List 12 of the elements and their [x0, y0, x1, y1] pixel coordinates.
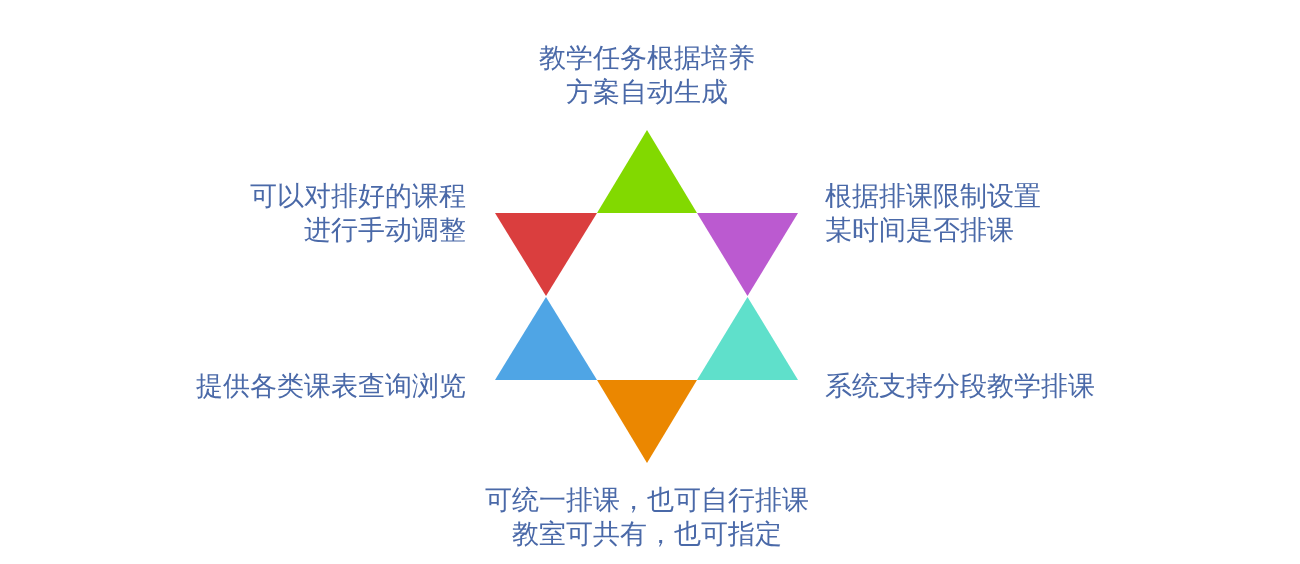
description-text: 根据排课限制设置某时间是否排课 — [825, 179, 1042, 247]
description-text: 可以对排好的课程进行手动调整 — [249, 179, 466, 247]
triangle — [597, 130, 697, 213]
description-text: 可统一排课，也可自行排课教室可共有，也可指定 — [484, 483, 810, 551]
triangle — [697, 213, 798, 296]
description-text: 教学任务根据培养方案自动生成 — [538, 41, 756, 109]
triangle — [697, 297, 798, 380]
description-text: 系统支持分段教学排课 — [825, 369, 1096, 403]
triangle — [495, 297, 597, 380]
triangle — [495, 213, 597, 296]
triangle — [597, 380, 697, 463]
description-text: 提供各类课表查询浏览 — [195, 369, 466, 403]
